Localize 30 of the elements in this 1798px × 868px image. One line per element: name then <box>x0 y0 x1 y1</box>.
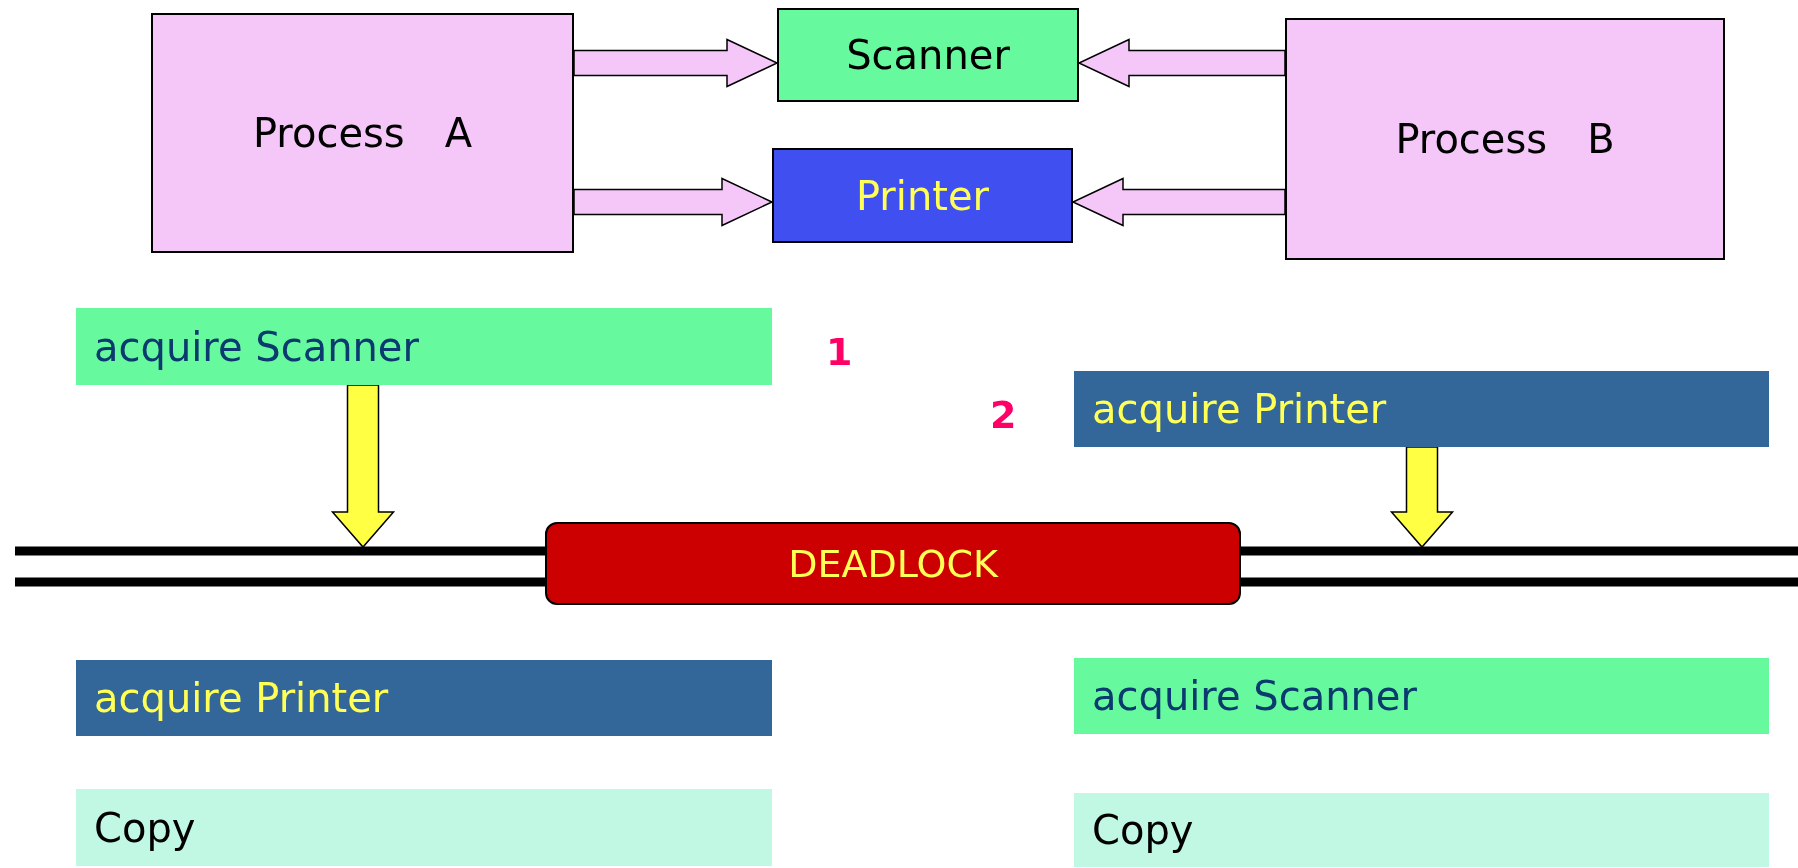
block-arrow <box>1071 177 1286 227</box>
step-bar <box>1074 793 1769 867</box>
box-label: Copy <box>94 804 196 851</box>
block-arrow <box>573 177 774 227</box>
box-label: DEADLOCK <box>788 541 998 586</box>
box-label: Copy <box>1092 807 1194 853</box>
box-label: Printer <box>855 172 990 219</box>
step-bar <box>76 660 772 736</box>
box-label: acquire Printer <box>94 675 389 721</box>
deadlock-box <box>545 522 1241 605</box>
block-arrow <box>1389 446 1455 549</box>
step-bar <box>76 789 772 866</box>
box-label: Process B <box>1395 114 1615 164</box>
step-bar <box>1074 371 1769 447</box>
box-label: Process A <box>252 108 473 158</box>
step-number: 1 <box>826 330 853 374</box>
box-label: acquire Printer <box>1092 386 1387 432</box>
process-box <box>151 13 574 253</box>
box-label: acquire Scanner <box>1092 673 1417 719</box>
box-label: acquire Scanner <box>94 323 419 370</box>
step-bar <box>1074 658 1769 734</box>
block-arrow <box>1077 38 1286 88</box>
box-label: Scanner <box>846 32 1010 78</box>
process-box <box>1285 18 1725 260</box>
step-number: 2 <box>990 393 1017 437</box>
step-bar <box>76 308 772 385</box>
block-arrow <box>330 384 396 549</box>
block-arrow <box>573 38 779 88</box>
resource-box <box>777 8 1079 102</box>
resource-box <box>772 148 1073 243</box>
